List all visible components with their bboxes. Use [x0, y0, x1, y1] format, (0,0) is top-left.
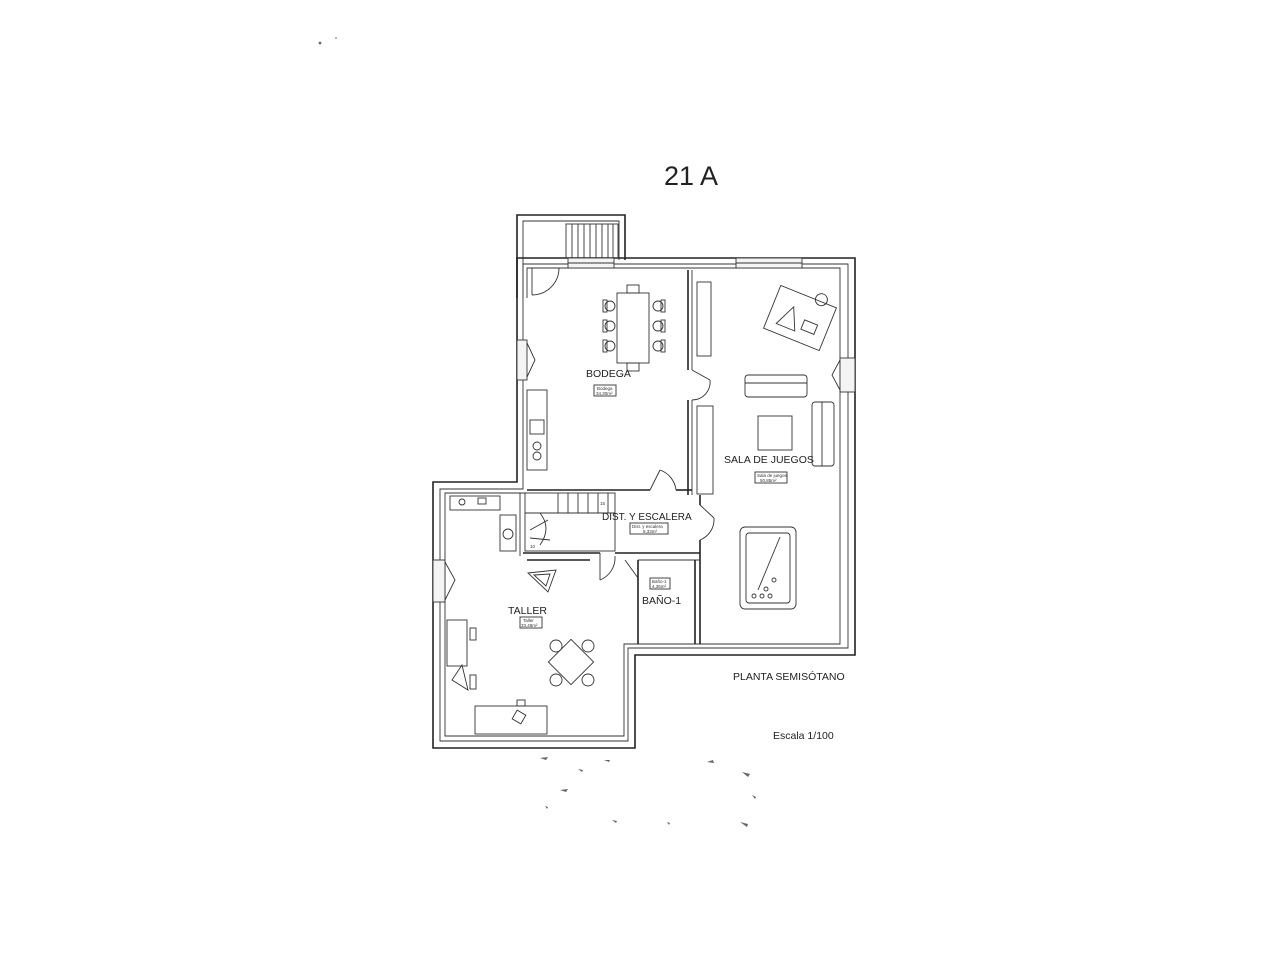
exterior-walls	[432, 214, 856, 749]
pool-table	[739, 526, 797, 610]
interior-stair: 15 10	[524, 492, 616, 552]
room-area-value-sala: 50,85m²	[760, 478, 777, 483]
room-label-bano: BAÑO-1	[642, 594, 681, 607]
room-bodega: BODEGA Bodega 34,30m²	[586, 368, 631, 397]
room-sala-de-juegos: SALA DE JUEGOS Sala de juegos 50,85m²	[724, 454, 814, 484]
room-taller: TALLER Taller 33,48m²	[508, 605, 547, 629]
room-area-value-taller: 33,48m²	[521, 623, 538, 628]
room-dist-escalera: DIST. Y ESCALERA Dist. y escalera 9,33m²	[602, 512, 692, 535]
scale-label: Escala 1/100	[773, 730, 834, 742]
side-desk	[446, 619, 477, 691]
interior-walls	[519, 270, 701, 644]
windows	[432, 257, 856, 603]
room-area-value-bano: 4,36m²	[652, 584, 667, 589]
scan-specks	[318, 37, 756, 827]
floor-name: PLANTA SEMISÓTANO	[733, 670, 845, 683]
room-label-taller: TALLER	[508, 605, 547, 617]
room-label-bodega: BODEGA	[586, 368, 631, 380]
room-label-dist-escalera: DIST. Y ESCALERA	[602, 512, 692, 523]
svg-text:10: 10	[530, 544, 536, 549]
easel	[526, 569, 557, 593]
desk	[762, 284, 838, 352]
room-area-value-dist: 9,33m²	[643, 529, 658, 534]
wall-shelves	[696, 281, 714, 495]
plan-number: 21 A	[664, 161, 718, 191]
room-bano: BAÑO-1 Baño-1 4,36m²	[642, 577, 681, 607]
square-table	[547, 638, 595, 687]
room-area-name-sala: Sala de juegos	[757, 473, 788, 478]
sofa-top	[744, 374, 808, 398]
kitchen-counter	[526, 389, 548, 471]
workbench	[449, 495, 517, 552]
dining-table	[602, 284, 666, 372]
room-label-sala-de-juegos: SALA DE JUEGOS	[724, 454, 814, 466]
room-area-name-taller: Taller	[523, 618, 534, 623]
coffee-table	[757, 415, 793, 451]
bottom-counter	[474, 699, 548, 735]
sofa-right	[811, 401, 835, 467]
room-area-name-bodega: Bodega	[597, 386, 613, 391]
room-area-name-bano: Baño-1	[652, 579, 667, 584]
room-area-value-bodega: 34,30m²	[596, 391, 613, 396]
room-area-name-dist: Dist. y escalera	[632, 524, 663, 529]
doors	[531, 267, 715, 581]
exterior-stair	[565, 223, 619, 259]
svg-text:15: 15	[600, 501, 606, 506]
